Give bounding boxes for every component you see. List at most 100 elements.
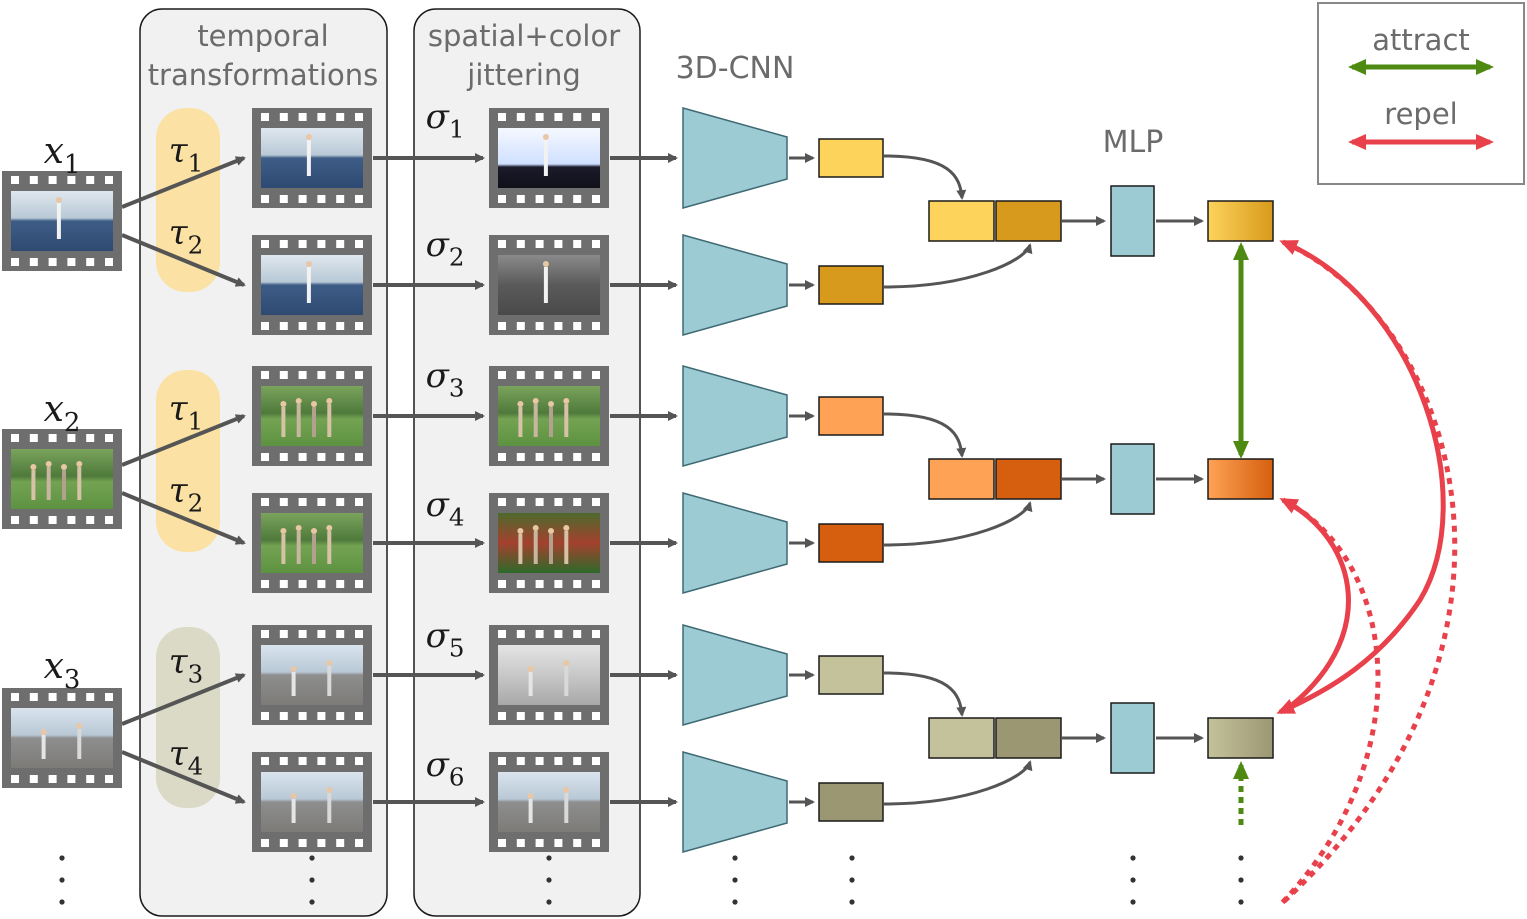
repel-arrow-dotted-1 (1278, 239, 1458, 907)
person-head (563, 660, 570, 666)
sprocket-hole (516, 580, 525, 588)
sprocket-hole (48, 434, 57, 442)
sprocket-hole (11, 258, 19, 266)
sprocket-hole (67, 434, 76, 442)
sprocket-hole (573, 630, 582, 638)
sprocket-hole (261, 453, 269, 461)
sprocket-hole (355, 712, 363, 720)
sprocket-hole (105, 775, 113, 783)
person-figure (327, 666, 332, 696)
sprocket-hole (535, 839, 544, 847)
sprocket-hole (516, 453, 525, 461)
jittered-crop-film (489, 366, 609, 466)
temporal-header-line1: temporal (197, 19, 328, 53)
temporal-crop-film (252, 625, 372, 725)
sprocket-hole (48, 258, 57, 266)
input-video-film (2, 171, 122, 271)
cnn-trapezoid (682, 624, 788, 726)
temporal-arrow (121, 750, 246, 804)
continuation-dot (1238, 855, 1244, 861)
sprocket-hole (336, 371, 345, 379)
person-head (517, 528, 524, 534)
sprocket-hole (516, 240, 525, 248)
person-head (30, 464, 37, 470)
cnn-trapezoid (682, 234, 788, 336)
sprocket-hole (516, 498, 525, 506)
sprocket-hole (554, 240, 563, 248)
sprocket-hole (261, 195, 269, 203)
sprocket-hole (105, 693, 113, 701)
person-figure (327, 404, 332, 437)
legend-box (1317, 2, 1525, 185)
person-head (290, 793, 297, 799)
continuation-dot (59, 899, 65, 905)
sprocket-hole (498, 630, 506, 638)
person-head (45, 461, 52, 467)
sprocket-hole (355, 630, 363, 638)
video-frame (261, 255, 363, 315)
legend: attract repel (1317, 2, 1525, 185)
tau-label: τ2 (169, 213, 203, 260)
sprocket-hole (554, 630, 563, 638)
sprocket-hole (298, 113, 307, 121)
tau-pill (156, 108, 220, 292)
concat-arrow-top (883, 412, 967, 458)
sprocket-hole (261, 113, 269, 121)
mlp-header: MLP (1103, 125, 1164, 160)
sprocket-hole (573, 580, 582, 588)
person-head (532, 398, 539, 404)
temporal-arrow (121, 673, 246, 726)
person-figure (528, 672, 533, 696)
jittered-crop-film (489, 235, 609, 335)
person-figure (291, 799, 296, 823)
sprocket-hole (498, 712, 506, 720)
output-embedding (1207, 458, 1274, 500)
person-head (55, 197, 62, 203)
sprocket-hole (535, 240, 544, 248)
continuation-dot (59, 855, 65, 861)
sigma-label: σ1 (426, 97, 465, 144)
concat-arrow-bottom (883, 501, 1033, 547)
sprocket-hole (298, 371, 307, 379)
continuation-dot (849, 877, 855, 883)
person-head (76, 723, 83, 729)
sprocket-hole (336, 498, 345, 506)
sprocket-hole (355, 322, 363, 330)
spatial-header-line2: jittering (466, 58, 580, 92)
sprocket-hole (279, 322, 288, 330)
sprocket-hole (573, 712, 582, 720)
sprocket-hole (554, 712, 563, 720)
sprocket-hole (317, 839, 326, 847)
person-head (326, 525, 333, 531)
person-head (542, 134, 549, 140)
sprocket-hole (105, 258, 113, 266)
sprocket-hole (11, 434, 19, 442)
sprocket-hole (535, 498, 544, 506)
person-head (76, 461, 83, 467)
sprocket-hole (279, 240, 288, 248)
sprocket-hole (279, 498, 288, 506)
tau-label: τ1 (169, 131, 203, 178)
sprocket-hole (298, 630, 307, 638)
sigma-label: σ5 (426, 616, 465, 663)
sprocket-hole (105, 176, 113, 184)
person-figure (296, 404, 301, 437)
video-frame (11, 708, 113, 768)
sprocket-hole (573, 240, 582, 248)
sprocket-hole (298, 195, 307, 203)
sprocket-hole (573, 195, 582, 203)
person-figure (306, 267, 311, 303)
temporal-arrow (121, 414, 246, 467)
person-figure (533, 531, 538, 564)
repel-arrow-2-3 (1279, 497, 1351, 715)
sprocket-hole (261, 712, 269, 720)
sigma-label: σ3 (426, 356, 465, 403)
tau-label: τ1 (169, 389, 203, 436)
video-label: x1 (44, 131, 81, 180)
input-video-film (2, 688, 122, 788)
temporal-crop-film (252, 493, 372, 593)
person-figure (281, 407, 286, 437)
temporal-crop-film (252, 366, 372, 466)
person-head (527, 793, 534, 799)
sprocket-hole (592, 453, 600, 461)
